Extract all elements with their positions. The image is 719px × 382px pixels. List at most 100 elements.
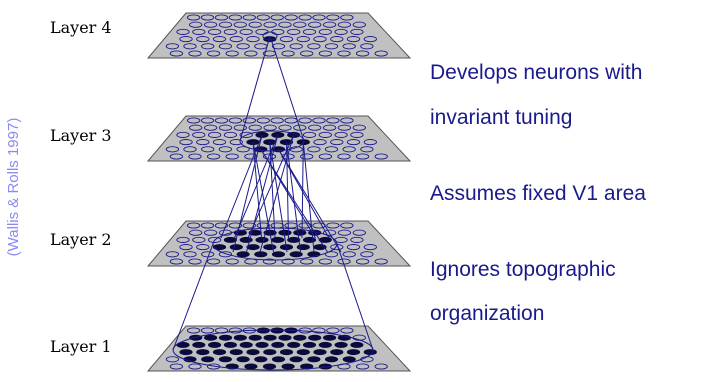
neuron [287, 28, 301, 35]
active-neuron [307, 356, 321, 363]
neuron [322, 229, 337, 236]
neuron [188, 258, 202, 265]
neuron [256, 117, 270, 124]
neuron [312, 117, 326, 124]
neuron [352, 124, 366, 131]
active-neuron [229, 349, 243, 356]
neuron [218, 124, 233, 131]
neuron [244, 50, 258, 57]
neuron [200, 117, 215, 124]
active-neuron [302, 236, 317, 243]
connection-l3-l2 [302, 142, 315, 253]
neuron [169, 363, 184, 370]
active-neuron [322, 334, 337, 341]
neuron [350, 28, 364, 35]
neuron [228, 14, 243, 21]
neuron [326, 14, 340, 21]
neuron [236, 146, 250, 153]
layer-2-plane-group [146, 220, 412, 267]
neuron [281, 50, 295, 57]
active-neuron [255, 236, 269, 243]
neuron [337, 153, 351, 160]
neuron [355, 363, 370, 370]
neuron [263, 124, 277, 131]
neuron [374, 50, 388, 57]
neuron [186, 222, 201, 229]
connection-l3-l2 [252, 142, 274, 253]
neuron [308, 21, 322, 28]
neuron [300, 50, 314, 57]
active-neuron [192, 341, 206, 348]
active-neuron [223, 341, 237, 348]
neuron [192, 236, 206, 243]
layer-4-label: Layer 4 [50, 18, 112, 37]
neuron [278, 124, 292, 131]
neuron [176, 131, 190, 138]
neuron [206, 153, 221, 160]
connection-l3-l2 [247, 134, 295, 239]
layer-2-label: Layer 2 [50, 230, 112, 249]
neuron [352, 229, 366, 236]
neuron [346, 36, 361, 43]
neuron [246, 36, 260, 43]
layer-3-plane-group [146, 115, 412, 162]
neuron [340, 117, 354, 124]
connection-l2-l1 [172, 243, 214, 351]
neuron [300, 153, 314, 160]
note-invariant-line2: invariant tuning [430, 106, 573, 129]
neuron [312, 327, 326, 334]
layer-4-plane-group [146, 12, 412, 59]
neuron [322, 21, 337, 28]
neuron [289, 43, 303, 50]
neuron [192, 131, 206, 138]
neuron [165, 146, 180, 153]
neuron [229, 36, 243, 43]
neuron [374, 153, 388, 160]
neuron [374, 258, 388, 265]
neuron [363, 244, 377, 251]
active-neuron [179, 349, 193, 356]
active-neuron [263, 244, 277, 251]
neuron [218, 43, 233, 50]
active-neuron [287, 131, 301, 138]
neuron [201, 146, 215, 153]
active-neuron [236, 251, 250, 258]
neuron [279, 36, 294, 43]
neuron [242, 14, 256, 21]
connection-l3-l2 [252, 142, 262, 239]
active-neuron [363, 349, 377, 356]
active-neuron [254, 251, 268, 258]
neuron [165, 356, 180, 363]
neuron [337, 229, 352, 236]
neuron [300, 258, 314, 265]
active-neuron [334, 341, 348, 348]
neuron [201, 43, 215, 50]
neuron [340, 327, 354, 334]
neuron [176, 236, 190, 243]
neuron [212, 36, 227, 43]
active-neuron [201, 356, 215, 363]
neuron [183, 43, 197, 50]
neuron [212, 139, 227, 146]
neuron [350, 236, 364, 243]
neuron [179, 139, 193, 146]
active-neuron [350, 341, 364, 348]
active-neuron [239, 341, 253, 348]
neuron [326, 117, 340, 124]
active-neuron [246, 349, 260, 356]
neuron [214, 14, 229, 21]
neuron [188, 153, 202, 160]
neuron [203, 21, 218, 28]
neuron [192, 28, 206, 35]
active-neuron [271, 236, 285, 243]
active-neuron [308, 334, 322, 341]
neuron [313, 36, 327, 43]
neuron [228, 222, 243, 229]
neuron [206, 258, 221, 265]
neuron [214, 117, 229, 124]
neuron [186, 117, 201, 124]
active-neuron [263, 349, 277, 356]
connection-l3-l2 [232, 134, 263, 253]
neuron [296, 36, 310, 43]
